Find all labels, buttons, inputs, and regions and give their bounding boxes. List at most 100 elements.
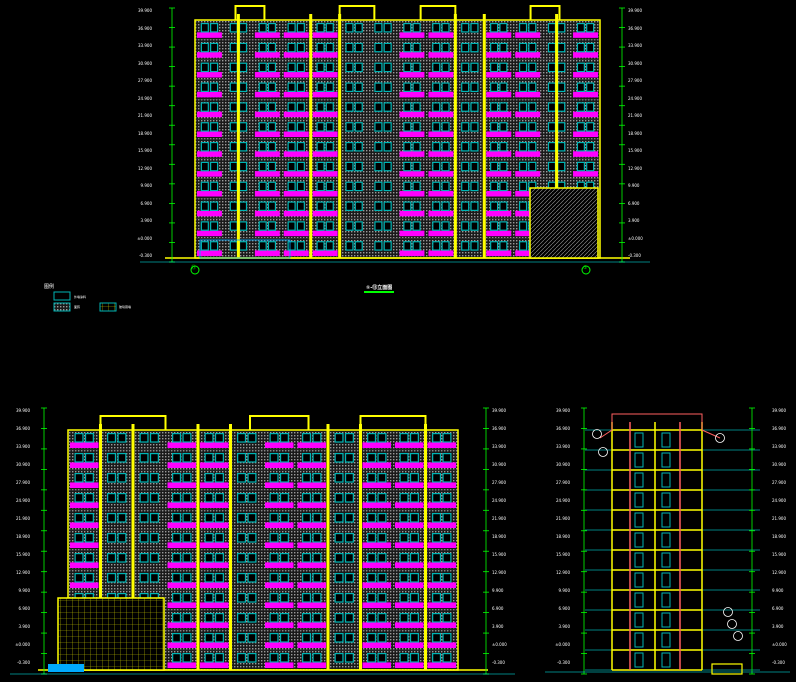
window xyxy=(269,632,279,643)
window xyxy=(354,82,363,92)
balcony xyxy=(399,190,425,197)
window xyxy=(354,241,363,251)
window xyxy=(238,161,248,172)
window xyxy=(499,221,508,231)
balcony xyxy=(197,111,222,118)
balcony xyxy=(312,32,338,38)
balcony xyxy=(427,482,456,488)
window xyxy=(490,82,499,92)
window xyxy=(432,473,442,483)
window xyxy=(409,473,419,483)
balcony xyxy=(395,462,424,468)
window xyxy=(182,612,192,623)
balcony xyxy=(427,662,456,668)
window xyxy=(374,62,383,73)
window xyxy=(367,592,377,603)
window xyxy=(586,102,595,112)
window xyxy=(432,201,441,212)
window xyxy=(210,141,219,152)
window xyxy=(74,473,84,483)
window xyxy=(237,552,247,563)
window xyxy=(557,42,566,53)
window xyxy=(490,62,499,73)
window xyxy=(345,201,354,212)
window xyxy=(470,82,479,92)
window xyxy=(210,122,219,132)
balcony xyxy=(428,151,454,157)
window xyxy=(576,42,585,53)
window xyxy=(367,652,377,663)
balcony xyxy=(265,562,294,568)
balcony xyxy=(395,602,424,608)
window xyxy=(528,22,537,33)
balcony xyxy=(427,502,456,508)
balcony xyxy=(265,482,294,488)
window xyxy=(210,102,219,112)
window xyxy=(344,612,354,623)
window xyxy=(210,201,219,212)
window xyxy=(528,82,537,92)
level-elevation-label: 27.900 xyxy=(492,480,506,485)
section-window xyxy=(661,452,671,468)
window xyxy=(344,652,354,663)
window xyxy=(214,453,224,463)
window xyxy=(334,493,344,503)
window xyxy=(229,241,238,251)
balcony xyxy=(573,151,598,157)
balcony xyxy=(254,151,280,157)
window xyxy=(461,102,470,112)
window xyxy=(172,532,182,543)
window xyxy=(412,141,421,152)
balcony xyxy=(486,91,512,98)
window xyxy=(316,141,325,152)
window xyxy=(354,141,363,152)
window xyxy=(139,473,149,483)
balcony xyxy=(362,662,391,668)
window xyxy=(377,532,387,543)
window xyxy=(354,201,363,212)
window xyxy=(204,612,214,623)
window xyxy=(409,592,419,603)
window xyxy=(210,22,219,33)
window xyxy=(377,592,387,603)
window xyxy=(383,201,392,212)
balcony xyxy=(283,131,309,138)
balcony xyxy=(486,131,512,138)
pilaster xyxy=(326,424,330,670)
window xyxy=(374,241,383,251)
window xyxy=(316,62,325,73)
level-elevation-label: 18.900 xyxy=(492,534,506,539)
level-elevation-label: 3.900 xyxy=(140,218,152,223)
level-elevation-label: 12.900 xyxy=(772,570,786,575)
balcony xyxy=(486,210,512,217)
window xyxy=(269,652,279,663)
balcony xyxy=(427,442,456,448)
window xyxy=(316,102,325,112)
balcony xyxy=(427,582,456,588)
balcony xyxy=(200,562,229,568)
window xyxy=(267,141,277,152)
window xyxy=(399,612,409,623)
window xyxy=(412,42,421,53)
entrance-canopy xyxy=(48,664,84,672)
window xyxy=(354,102,363,112)
window xyxy=(204,512,214,523)
pilaster xyxy=(359,424,362,670)
window xyxy=(316,241,325,251)
balcony xyxy=(167,662,196,668)
window xyxy=(229,102,238,112)
balcony xyxy=(254,71,280,78)
balcony xyxy=(254,91,280,98)
window xyxy=(399,592,409,603)
level-elevation-label: 21.900 xyxy=(492,516,506,521)
window xyxy=(172,552,182,563)
balcony xyxy=(428,230,454,237)
window xyxy=(409,572,419,583)
roof-parapet xyxy=(338,5,376,20)
window xyxy=(238,181,248,192)
level-elevation-label: 27.900 xyxy=(628,78,642,83)
window xyxy=(344,552,354,563)
window xyxy=(432,552,442,563)
window xyxy=(334,612,344,623)
window xyxy=(518,122,528,132)
